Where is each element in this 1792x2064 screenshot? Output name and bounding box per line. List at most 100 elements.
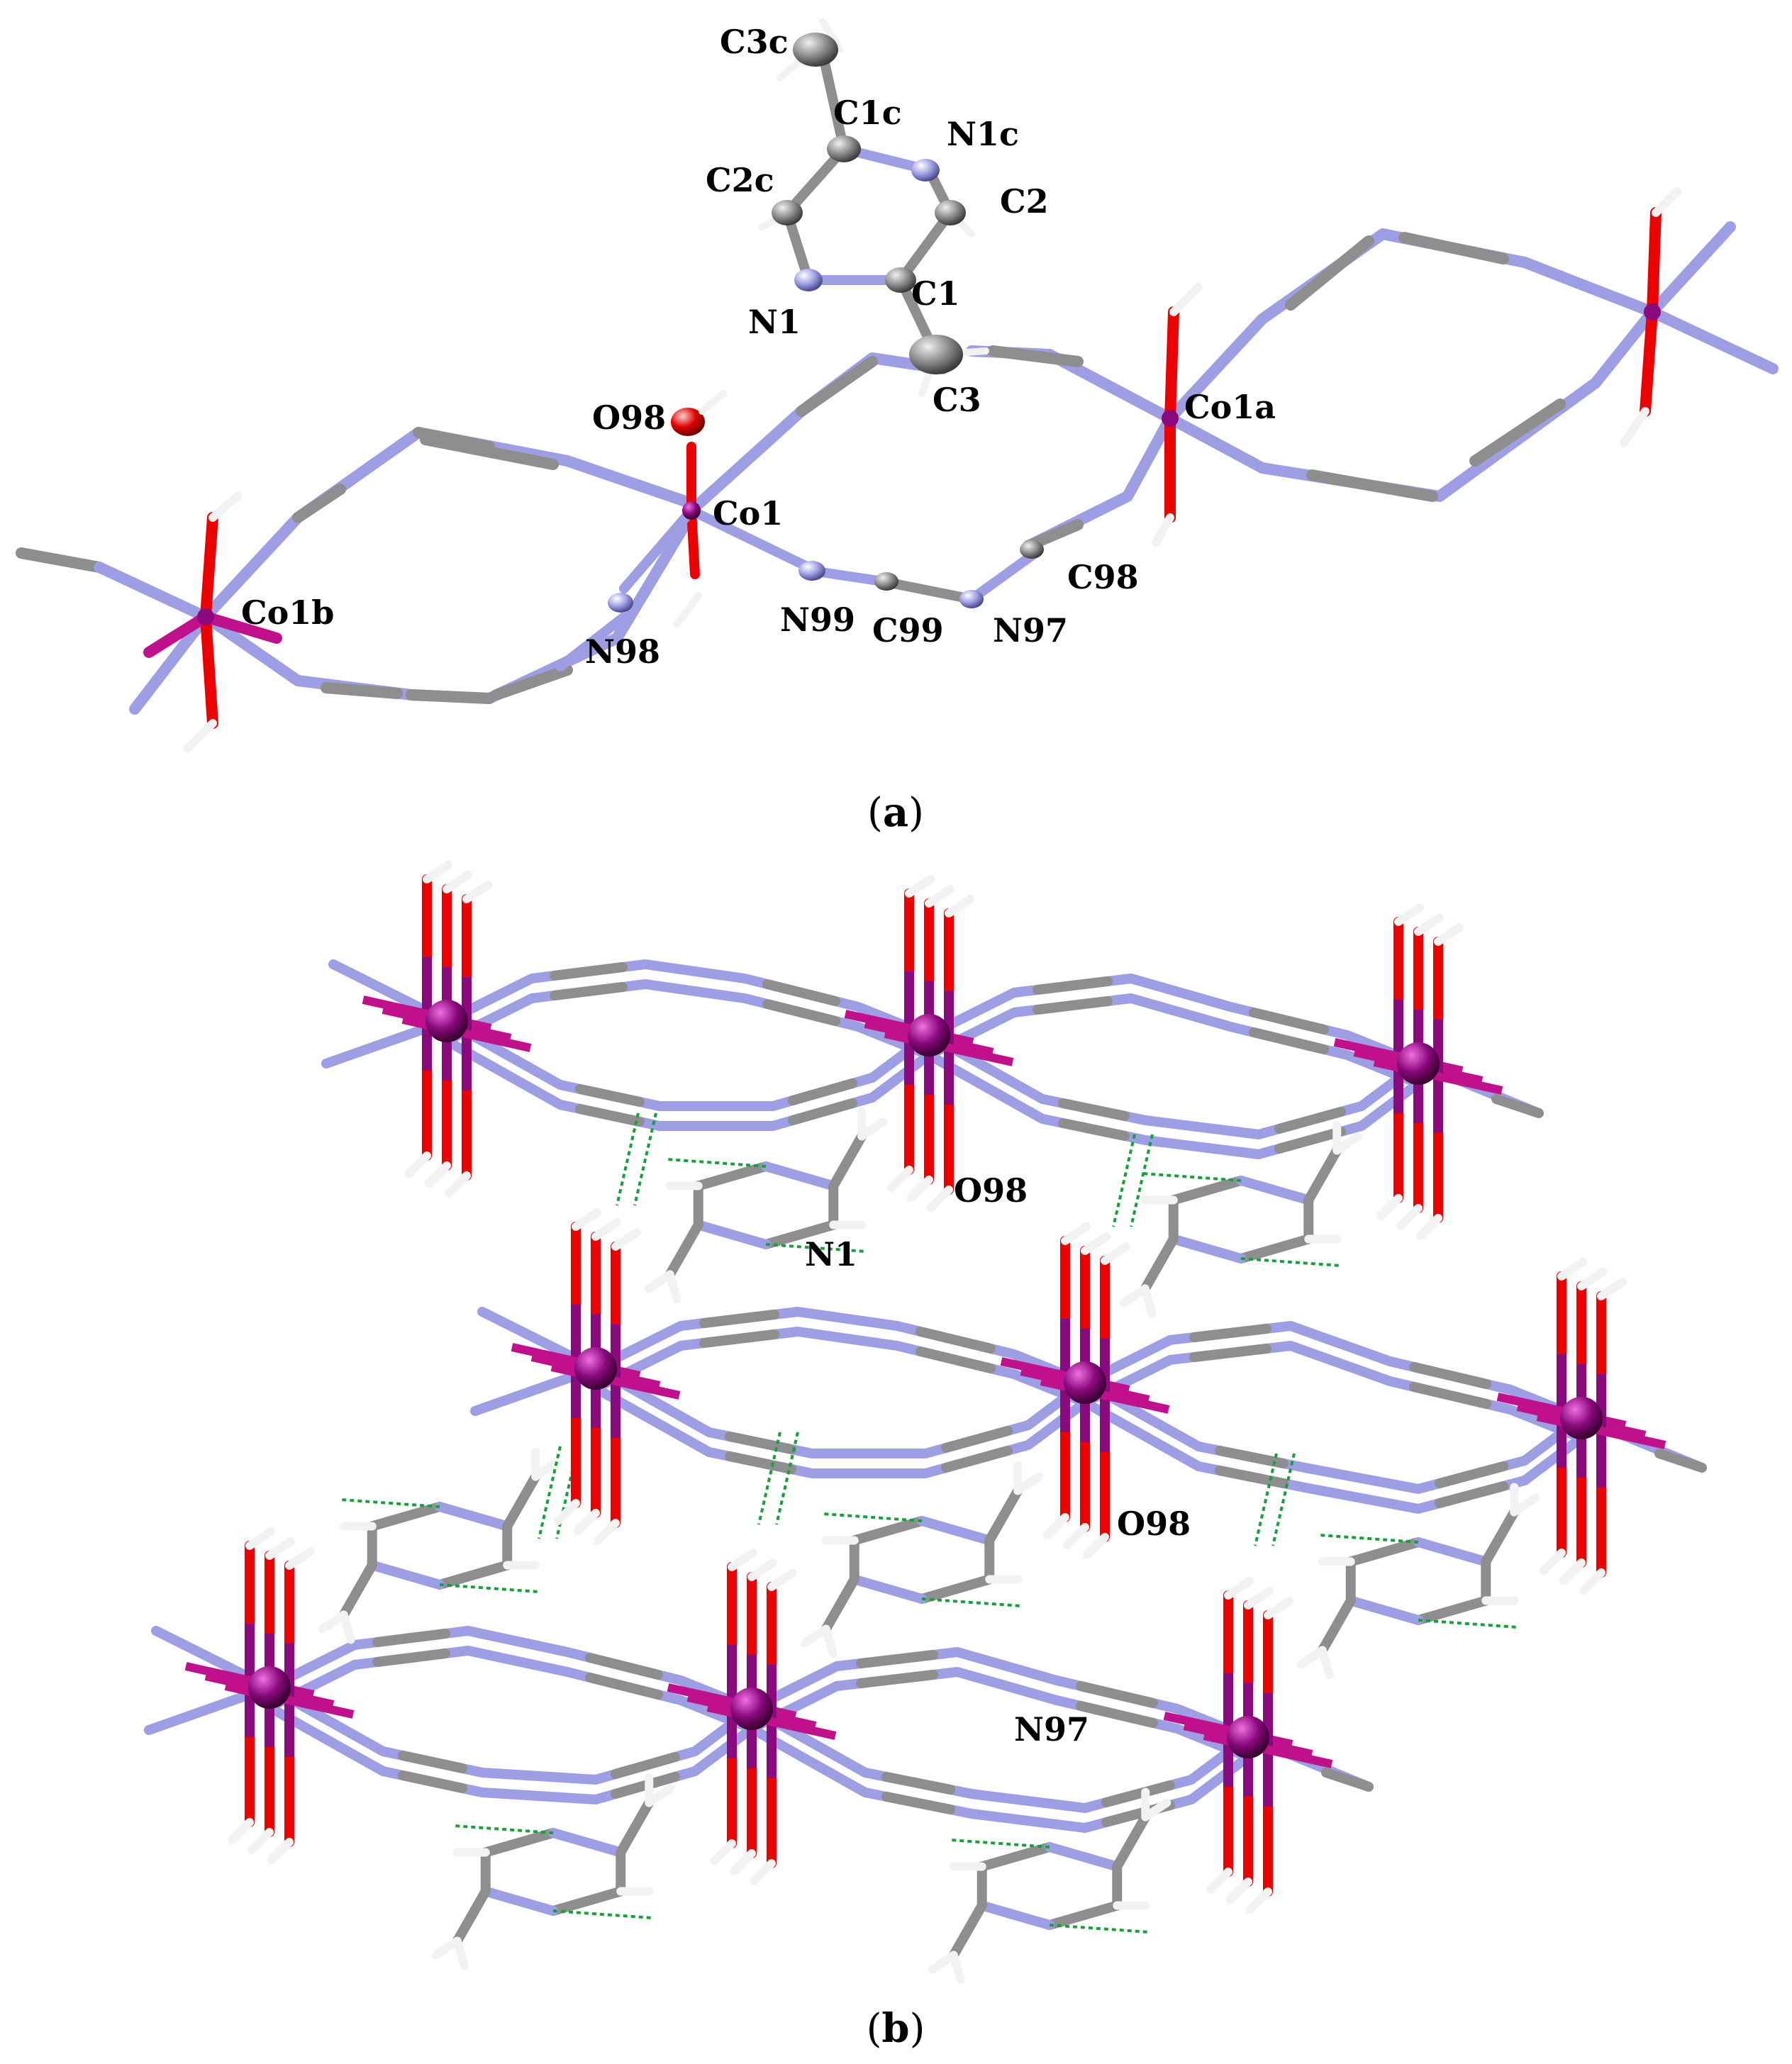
macrocycle-edge xyxy=(442,1016,934,1111)
co-n-bond xyxy=(1203,1731,1333,1768)
macrocycle-edge xyxy=(1080,1378,1586,1494)
water-hydrogen xyxy=(594,1519,620,1545)
macrocycle-carbon-segment xyxy=(699,1310,779,1328)
methyl-bond xyxy=(452,1886,491,1946)
co1-atom xyxy=(682,501,701,520)
pyrazine-bond xyxy=(693,1161,771,1191)
macrocycle-carbon-segment xyxy=(916,1327,996,1354)
macrocycle-edge xyxy=(1080,1341,1586,1443)
macrocycle-carbon-segment xyxy=(550,982,628,1000)
macrocycle-carbon-segment xyxy=(585,1673,663,1700)
chain-stub xyxy=(1491,1094,1544,1118)
cobalt-centers xyxy=(184,861,1666,1914)
caption-a: (a) xyxy=(867,789,924,836)
hydrogen-bond-dashed xyxy=(822,1512,923,1522)
panel-a-molecular-chain: C3c C1c N1c C2c C2 C1 N1 C3 O98 Co1a Co1… xyxy=(16,18,1779,836)
pyrazine-bond xyxy=(1045,1842,1123,1872)
hydrogen-bond-dashed xyxy=(453,1824,554,1834)
co1b-center xyxy=(143,492,282,752)
methyl-bond xyxy=(502,1471,541,1532)
co-n-bond xyxy=(884,1030,1014,1066)
co-n-bond xyxy=(224,1682,355,1719)
pyrazine-bond xyxy=(1168,1176,1246,1205)
label-co1a: Co1a xyxy=(1184,388,1276,426)
macrocycle-carbon-segment xyxy=(1189,1324,1271,1342)
water-hydrogen xyxy=(1416,1214,1442,1240)
macrocycle-carbon-segment xyxy=(856,1650,938,1668)
water-hydrogen xyxy=(728,1549,757,1571)
water-hydrogen xyxy=(1061,1222,1091,1245)
macrocycle-carbon-segment xyxy=(1033,996,1113,1015)
water-hydrogen xyxy=(591,1218,621,1241)
label-n1c: N1c xyxy=(947,115,1019,153)
panel-b-labels: O98 N1 O98 N97 xyxy=(805,1171,1191,1748)
c1-ellipsoid xyxy=(885,267,916,293)
cobalt-atom xyxy=(1227,1716,1269,1758)
hydrogen-bond-dashed xyxy=(1130,1134,1154,1227)
macrocycle-carbon-segment xyxy=(372,1629,450,1647)
water-hydrogen xyxy=(1414,913,1444,936)
water-hydrogen xyxy=(285,1547,315,1570)
water-hydrogen xyxy=(1224,1577,1254,1600)
hydrogen-bond-stick xyxy=(1318,1646,1334,1680)
macrocycle-edge xyxy=(1080,1321,1586,1423)
pyrazine-bond xyxy=(480,1886,558,1916)
methyl-bond xyxy=(1317,1595,1356,1656)
label-c1: C1 xyxy=(911,274,960,313)
water-hydrogen xyxy=(710,1839,736,1865)
co-n-bond xyxy=(401,1015,532,1052)
water-hydrogen xyxy=(245,1527,275,1550)
label-c98: C98 xyxy=(1067,558,1139,596)
hydrogen-bond-dashed xyxy=(1049,1924,1150,1934)
macrocycle-edge xyxy=(924,1050,1423,1159)
macrocycle-carbon-segment xyxy=(788,1078,857,1105)
coordination-layers xyxy=(144,959,1707,1833)
pyrazine-bond xyxy=(367,1502,445,1532)
water-hydrogen xyxy=(1063,1523,1089,1549)
macrocycle-carbon-segment xyxy=(1274,1107,1346,1134)
water-hydrogen xyxy=(1394,903,1424,926)
hydrogen-bond-dashed xyxy=(666,1158,767,1168)
macrocycle-carbon-segment xyxy=(398,1751,467,1773)
label-c2c: C2c xyxy=(706,161,774,199)
methyl-bond xyxy=(984,1485,1023,1546)
macrocycle-edge xyxy=(591,1307,1090,1388)
macrocycle-edge xyxy=(747,1724,1253,1833)
label-n98: N98 xyxy=(585,632,660,671)
cyanide-bridge xyxy=(798,540,1044,608)
macrocycle-carbon-segment xyxy=(881,1792,955,1814)
macrocycle-edge xyxy=(265,1646,757,1734)
c2c-ellipsoid xyxy=(772,200,803,225)
pyrazine-bond xyxy=(1168,1234,1246,1263)
label-o98: O98 xyxy=(592,398,666,437)
panel-b-packing-diagram: O98 N1 O98 N97 (b) xyxy=(144,861,1707,2052)
methyl-bond xyxy=(616,1797,655,1858)
hydrogen-bond-stick xyxy=(821,1624,837,1658)
cobalt-atom xyxy=(1064,1361,1106,1404)
hydrogen-bond-dashed xyxy=(921,1597,1022,1607)
water-hydrogen xyxy=(265,1537,295,1560)
pyrazine-molecule xyxy=(759,18,989,397)
hydrogen-bond-dashed xyxy=(616,1112,640,1206)
water-hydrogen xyxy=(767,1568,797,1591)
water-hydrogen xyxy=(1101,1242,1130,1265)
macrocycle-carbon-segment xyxy=(398,1770,467,1793)
water-hydrogen xyxy=(423,861,452,883)
c99-ellipsoid xyxy=(874,572,898,591)
pyrazine-bond xyxy=(761,1161,839,1191)
right-macrocycle xyxy=(1164,228,1658,502)
label-c3c: C3c xyxy=(720,23,789,61)
hydrogen-bond-stick xyxy=(339,1610,355,1644)
water-hydrogen xyxy=(1396,1204,1423,1230)
water-hydrogen xyxy=(267,1838,294,1864)
hydrogen-bond-stick xyxy=(949,1951,965,1985)
water-hydrogen xyxy=(443,871,472,893)
macrocycle-carbon-segment xyxy=(1215,1446,1289,1468)
pyrazine-bond xyxy=(976,1842,1054,1872)
pyrazine-bond xyxy=(367,1560,445,1590)
macrocycle-carbon-segment xyxy=(575,1084,645,1107)
label-co1: Co1 xyxy=(713,494,783,532)
pyrazine-bond xyxy=(1236,1176,1314,1205)
pyrazine-bond xyxy=(1045,1900,1123,1930)
